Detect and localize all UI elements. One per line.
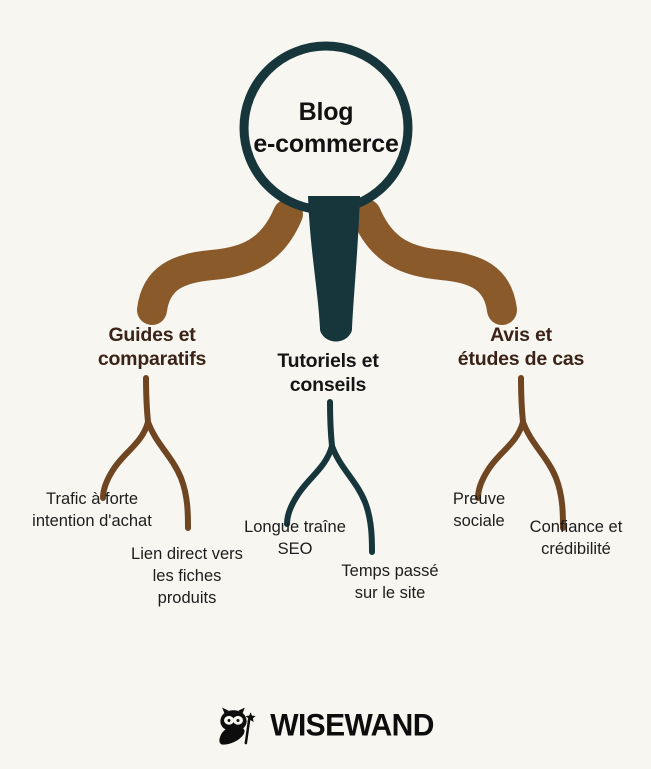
logo-wordmark: WISEWAND xyxy=(270,707,434,743)
magnifier-handle xyxy=(308,196,360,342)
fork-guides-stem xyxy=(143,375,151,425)
connector-root-to-avis xyxy=(351,199,517,325)
branch-heading-avis: Avis et études de cas xyxy=(427,324,615,372)
fork-guides-right-arm xyxy=(145,419,191,531)
branch-heading-tutoriels: Tutoriels et conseils xyxy=(249,350,407,398)
leaf-label-trafic: Trafic à forte intention d'achat xyxy=(32,490,152,530)
branch-connectors-brown xyxy=(137,199,517,325)
owl-with-wand-icon xyxy=(219,707,256,745)
fork-avis-right-arm xyxy=(520,419,566,531)
fork-guides-left-arm xyxy=(100,419,151,501)
leaf-label-temps-passe: Temps passé sur le site xyxy=(341,562,439,602)
leaf-label-longue-traine: Longue traîne SEO xyxy=(244,518,346,558)
magnifying-glass xyxy=(239,41,413,342)
fork-tutoriels-right-arm xyxy=(329,443,375,555)
branch-heading-tutoriels-line1: Tutoriels et xyxy=(277,350,379,372)
footer-logo: WISEWAND xyxy=(0,699,651,753)
fork-tutoriels-left-arm xyxy=(284,443,335,527)
branch-heading-guides-line1: Guides et xyxy=(108,324,196,346)
fork-avis-stem xyxy=(518,375,526,425)
fork-avis-left-arm xyxy=(475,419,526,501)
leaf-label-preuve-sociale: Preuve sociale xyxy=(452,490,506,530)
connector-root-to-guides xyxy=(137,199,303,325)
branch-heading-guides-line2: comparatifs xyxy=(97,347,207,370)
fork-tutoriels xyxy=(284,399,375,555)
leaf-label-lien-direct: Lien direct vers les fiches produits xyxy=(131,545,243,607)
leaf-label-confiance: Confiance et crédibilité xyxy=(529,518,623,558)
magnifier-lens-ring xyxy=(239,41,413,215)
magnifier-handle-tip xyxy=(320,318,352,340)
branch-heading-avis-line2: études de cas xyxy=(457,347,585,370)
branch-heading-tutoriels-line2: conseils xyxy=(289,373,367,396)
branch-heading-avis-line1: Avis et xyxy=(490,324,552,346)
fork-guides xyxy=(100,375,191,531)
fork-tutoriels-stem xyxy=(327,399,335,449)
fork-avis xyxy=(475,375,566,531)
branch-heading-guides: Guides et comparatifs xyxy=(52,324,252,372)
